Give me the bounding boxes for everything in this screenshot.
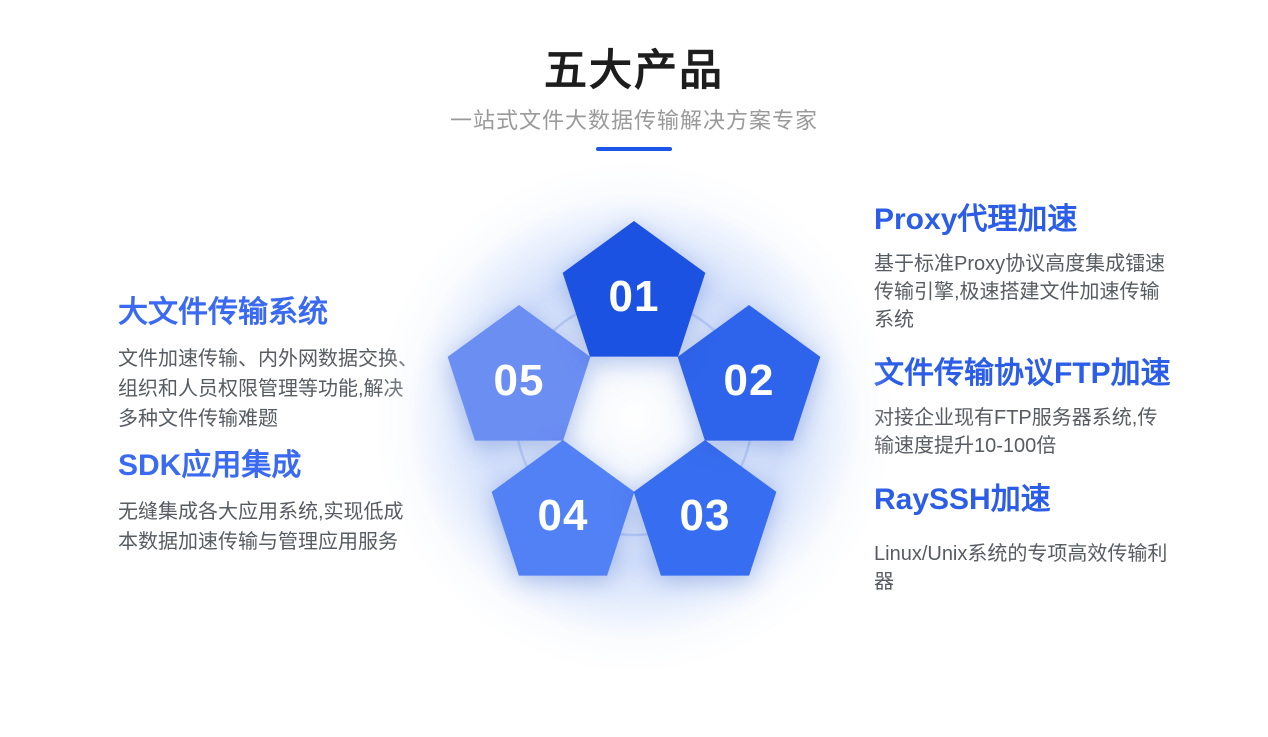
pentagon-03: 03 <box>633 440 777 576</box>
pentagon-diagram: 05 04 03 02 01 <box>309 97 959 737</box>
pentagon-04-number: 04 <box>538 491 589 540</box>
page-title: 五大产品 <box>544 47 724 95</box>
section-title: 大文件传输系统 <box>118 296 328 329</box>
pentagon-02-shape <box>677 305 821 441</box>
pentagon-05-shape <box>447 305 591 441</box>
pentagon-02: 02 <box>677 305 821 441</box>
pentagon-03-number: 03 <box>680 491 731 540</box>
glow-background <box>309 97 959 737</box>
pentagon-01-number: 01 <box>609 272 660 321</box>
section-title: SDK应用集成 <box>118 449 302 482</box>
pentagon-02-number: 02 <box>724 356 775 405</box>
pentagon-05-number: 05 <box>494 356 545 405</box>
pentagon-cluster: 05 04 03 02 01 <box>447 221 821 576</box>
pentagon-01: 01 <box>562 221 706 357</box>
pentagon-04-shape <box>491 440 635 576</box>
pentagon-03-shape <box>633 440 777 576</box>
pentagon-01-shape <box>562 221 706 357</box>
pentagon-05: 05 <box>447 305 591 441</box>
pentagon-04: 04 <box>491 440 635 576</box>
